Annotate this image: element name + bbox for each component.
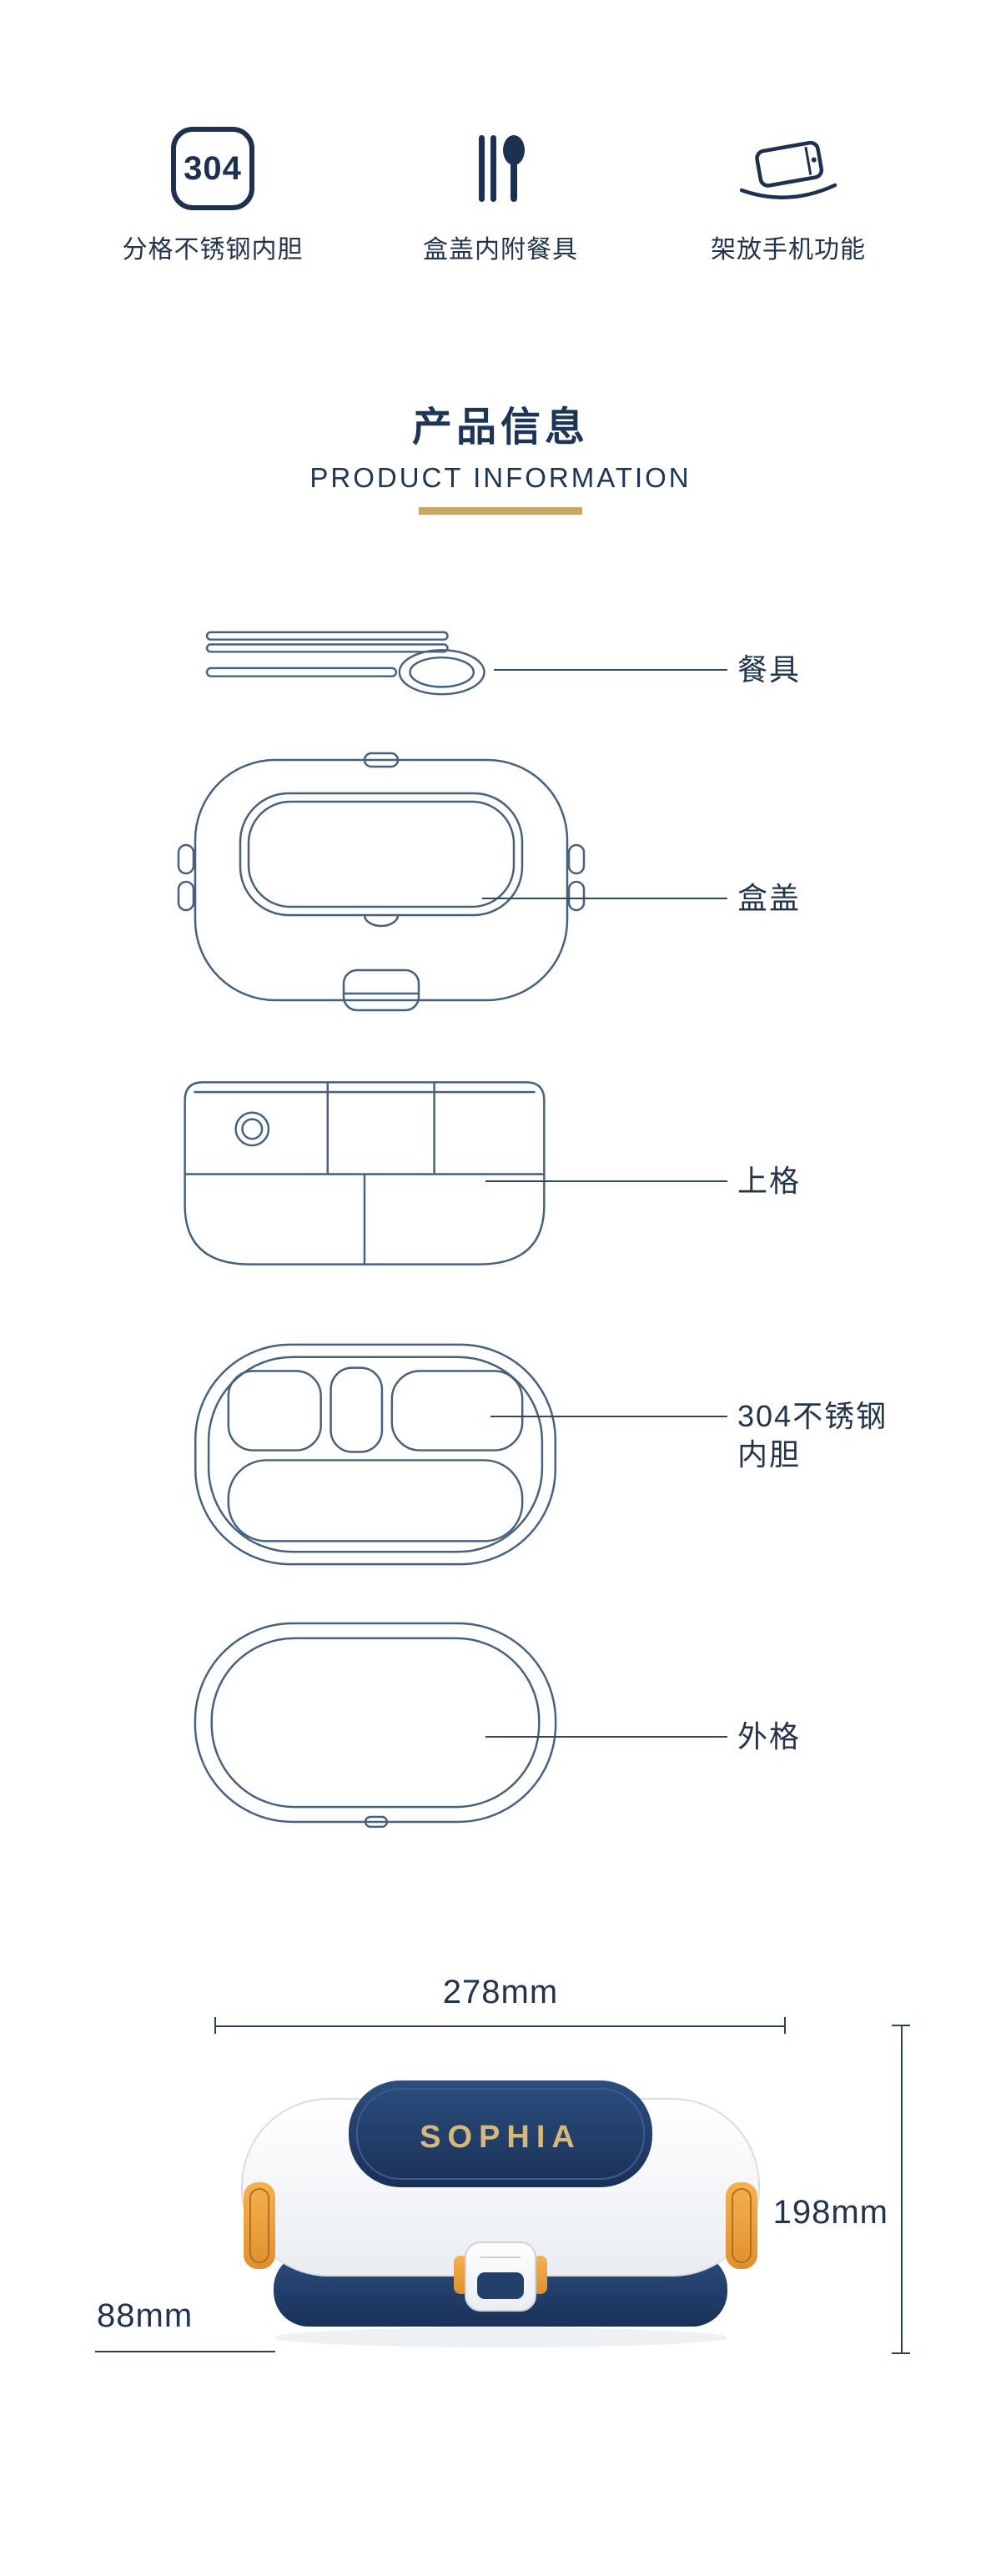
- chopsticks-spoon-icon: [479, 135, 525, 202]
- steel-304-badge-icon-slot: 304: [171, 122, 254, 210]
- feature-label: 架放手机功能: [711, 236, 866, 264]
- brand-logo: SOPHIA: [420, 2120, 581, 2155]
- dimension-width-tick-right: [784, 2017, 786, 2034]
- page-subtitle: PRODUCT INFORMATION: [309, 462, 692, 493]
- feature-label: 盒盖内附餐具: [423, 236, 578, 264]
- right-clip-inner: [732, 2188, 752, 2263]
- lid-panel-highlight: [356, 2088, 645, 2180]
- dimension-depth-line: [95, 2351, 275, 2352]
- feature-cutlery-included: 盒盖内附餐具: [375, 122, 626, 265]
- left-gold-clip: [244, 2182, 275, 2269]
- dimension-height-label: 198mm: [772, 2194, 888, 2231]
- chopsticks-spoon-icon-slot: [460, 122, 541, 210]
- callout-line-steel-liner: [490, 1416, 727, 1417]
- cutlery-drawing: [200, 627, 511, 705]
- callout-line-lid: [482, 898, 727, 899]
- upper-tier-drawing: [163, 1049, 566, 1300]
- steel-304-badge-icon: 304: [171, 127, 254, 210]
- feature-steel-liner: 304 分格不锈钢内胆: [88, 122, 338, 265]
- dimension-width-label: 278mm: [442, 1974, 559, 2010]
- part-label-steel-liner: 304不锈钢内胆: [737, 1399, 888, 1472]
- part-label-cutlery: 餐具: [737, 652, 802, 687]
- clasp-latch: [477, 2272, 524, 2299]
- callout-line-cutlery: [494, 669, 727, 671]
- callout-line-outer-shell: [485, 1736, 727, 1738]
- dimension-width-line: [215, 2025, 786, 2027]
- product-render: SOPHIA: [225, 2057, 776, 2357]
- dimension-depth-label: 88mm: [97, 2297, 194, 2334]
- callout-line-upper-tier: [485, 1180, 727, 1182]
- gold-underline: [419, 507, 582, 515]
- dimension-height-tick-top: [892, 2025, 910, 2026]
- dimension-height-line: [901, 2025, 903, 2354]
- outer-shell-drawing: [185, 1613, 566, 1837]
- phone-stand-icon: [739, 140, 838, 199]
- part-label-outer-shell: 外格: [737, 1719, 802, 1753]
- part-label-lid: 盒盖: [737, 881, 802, 915]
- left-clip-inner: [249, 2188, 269, 2263]
- lid-drawing: [177, 747, 586, 1018]
- dimension-width-tick-left: [214, 2017, 216, 2034]
- section-header: 产品信息 PRODUCT INFORMATION: [0, 394, 1001, 515]
- product-lid-panel: [349, 2080, 652, 2187]
- feature-label: 分格不锈钢内胆: [122, 236, 304, 264]
- product-shadow: [274, 2327, 727, 2347]
- steel-liner-drawing: [185, 1335, 566, 1578]
- page-title: 产品信息: [411, 405, 589, 450]
- phone-stand-icon-slot: [733, 122, 843, 210]
- part-label-upper-tier: 上格: [737, 1164, 802, 1198]
- feature-phone-stand: 架放手机功能: [663, 122, 913, 265]
- dimension-height-tick-bottom: [892, 2352, 910, 2354]
- right-gold-clip: [726, 2182, 757, 2269]
